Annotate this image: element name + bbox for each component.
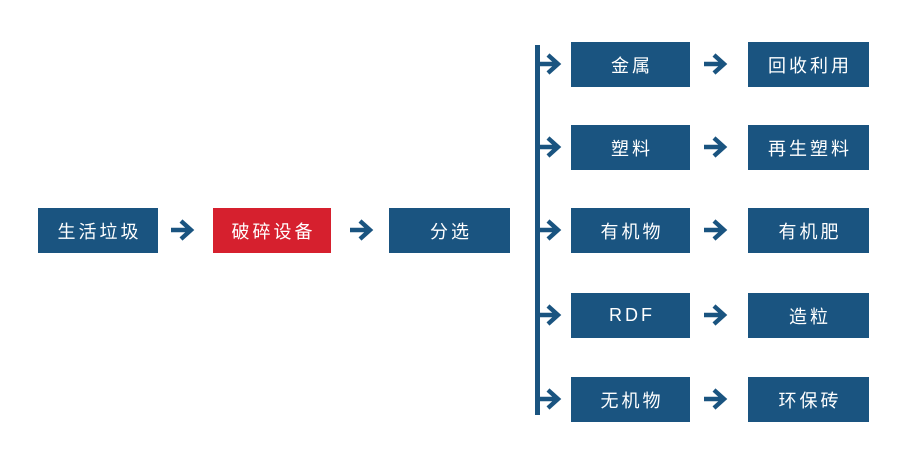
arrow-right-icon bbox=[704, 136, 728, 158]
arrow-right-icon bbox=[171, 219, 195, 241]
arrow-right-icon bbox=[538, 53, 562, 75]
arrow-right-icon bbox=[538, 219, 562, 241]
branch-source-box: 塑料 bbox=[571, 125, 690, 170]
arrow-right-icon bbox=[538, 304, 562, 326]
branch-source-box: 有机物 bbox=[571, 208, 690, 253]
branch-result-box: 再生塑料 bbox=[748, 125, 869, 170]
branch-source-box: RDF bbox=[571, 293, 690, 338]
node-crushing-equipment: 破碎设备 bbox=[213, 208, 331, 253]
arrow-right-icon bbox=[538, 388, 562, 410]
node-sorting: 分选 bbox=[389, 208, 510, 253]
branch-result-box: 有机肥 bbox=[748, 208, 869, 253]
branch-source-box: 无机物 bbox=[571, 377, 690, 422]
node-household-waste: 生活垃圾 bbox=[38, 208, 158, 253]
arrow-right-icon bbox=[538, 136, 562, 158]
branch-source-box: 金属 bbox=[571, 42, 690, 87]
branch-result-box: 环保砖 bbox=[748, 377, 869, 422]
branch-result-box: 回收利用 bbox=[748, 42, 869, 87]
branch-result-box: 造粒 bbox=[748, 293, 869, 338]
arrow-right-icon bbox=[350, 219, 374, 241]
branch-connector-line bbox=[535, 45, 540, 415]
arrow-right-icon bbox=[704, 304, 728, 326]
arrow-right-icon bbox=[704, 53, 728, 75]
arrow-right-icon bbox=[704, 388, 728, 410]
arrow-right-icon bbox=[704, 219, 728, 241]
